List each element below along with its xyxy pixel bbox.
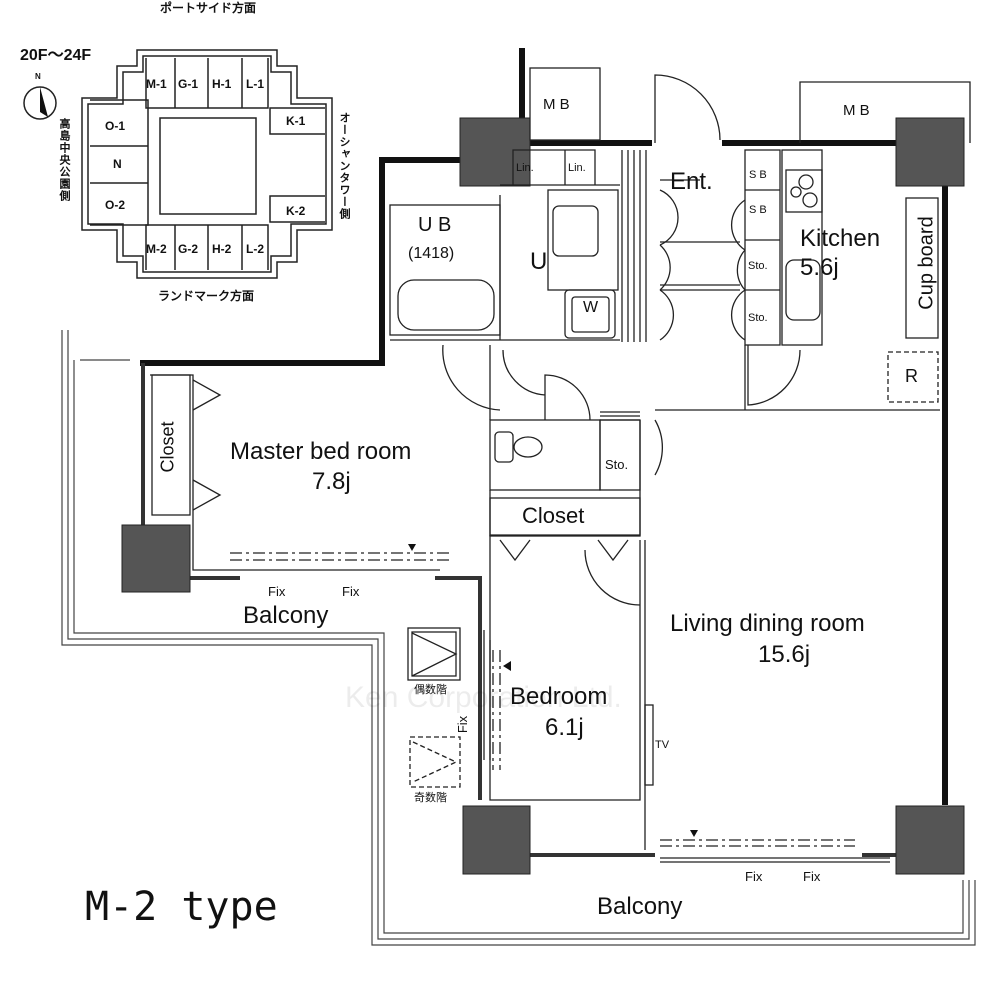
storage-label-3: Sto. xyxy=(605,457,629,472)
kitchen-size: 5.6j xyxy=(800,254,839,281)
even-floor-label: 偶数階 xyxy=(414,684,447,696)
fix-label-2: Fix xyxy=(342,584,360,599)
north-label: N xyxy=(35,72,41,81)
closet-center-label: Closet xyxy=(522,503,585,528)
master-bed-label: Master bed room xyxy=(230,438,412,465)
key-unit-m1: M-1 xyxy=(146,77,167,91)
key-unit-h1: H-1 xyxy=(212,77,232,91)
ub-label: U B xyxy=(418,214,452,236)
key-unit-h2: H-2 xyxy=(212,242,232,256)
fix-label-5: Fix xyxy=(455,715,471,734)
storage-label-2: Sto. xyxy=(748,312,768,324)
key-plan-top-side: ポートサイド方面 xyxy=(160,1,257,15)
key-plan-floors: 20F〜24F xyxy=(20,47,92,64)
fix-label-3: Fix xyxy=(745,869,763,884)
mb-label-left: M B xyxy=(543,96,570,113)
fridge-label: R xyxy=(905,366,918,386)
shoe-box-label-2: S B xyxy=(749,204,767,216)
key-plan-building xyxy=(81,49,333,279)
cupboard-label: Cup board xyxy=(915,216,938,310)
mb-label-right: M B xyxy=(843,102,870,119)
key-unit-m2: M-2 xyxy=(146,242,167,256)
key-plan-right-side: オーシャンタワー側 xyxy=(338,112,350,220)
wall xyxy=(140,157,462,366)
fridge-space xyxy=(887,351,939,403)
key-unit-l1: L-1 xyxy=(246,77,264,91)
closet-left-label: Closet xyxy=(157,421,178,473)
key-unit-n: N xyxy=(113,157,122,171)
tv-unit xyxy=(644,704,654,786)
key-unit-g2: G-2 xyxy=(178,242,199,256)
toilet-icon xyxy=(494,431,514,463)
linen-label-2: Lin. xyxy=(568,162,586,174)
stair-even-icon xyxy=(407,627,461,681)
kitchen-sink-icon xyxy=(785,259,821,321)
cupboard xyxy=(905,197,939,339)
stair-odd-icon xyxy=(409,736,461,788)
mb-box-left xyxy=(529,67,601,141)
entrance-label: Ent. xyxy=(670,168,713,195)
master-bed-size: 7.8j xyxy=(312,468,351,495)
balcony-outline xyxy=(61,330,976,946)
odd-floor-label: 奇数階 xyxy=(414,792,447,804)
fix-label-1: Fix xyxy=(268,584,286,599)
ub-size: (1418) xyxy=(408,245,455,262)
key-unit-o2: O-2 xyxy=(105,198,126,212)
balcony-top-label: Balcony xyxy=(243,602,329,629)
utility-label: U xyxy=(530,248,548,275)
stove-icon xyxy=(785,169,823,213)
watermark: Ken Corporation Ltd. xyxy=(345,681,622,714)
key-unit-k1: K-1 xyxy=(286,114,306,128)
storage-label-1: Sto. xyxy=(748,260,768,272)
key-plan-bottom-side: ランドマーク方面 xyxy=(158,289,255,303)
shoe-box-label-1: S B xyxy=(749,169,767,181)
key-unit-k2: K-2 xyxy=(286,204,306,218)
bathtub-icon xyxy=(397,279,495,331)
fix-label-4: Fix xyxy=(803,869,821,884)
key-plan-left-side: 高島中央公園側 xyxy=(58,118,70,202)
washer-icon xyxy=(571,296,610,333)
north-arrow-icon xyxy=(40,87,48,117)
bedroom-label: Bedroom xyxy=(510,683,608,710)
bedroom-size: 6.1j xyxy=(545,714,584,741)
key-unit-l2: L-2 xyxy=(246,242,264,256)
unit-type-label: M-2 type xyxy=(85,884,278,930)
pillar xyxy=(121,117,965,875)
washer-label: W xyxy=(583,299,599,316)
key-unit-o1: O-1 xyxy=(105,119,126,133)
sink-icon xyxy=(552,205,599,257)
living-label: Living dining room xyxy=(670,610,865,637)
living-size: 15.6j xyxy=(758,641,811,668)
tv-label: TV xyxy=(655,739,670,751)
balcony-bottom-label: Balcony xyxy=(597,893,683,920)
mb-box-right xyxy=(799,81,971,143)
linen-label-1: Lin. xyxy=(516,162,534,174)
key-unit-g1: G-1 xyxy=(178,77,199,91)
kitchen-label: Kitchen xyxy=(800,225,881,252)
